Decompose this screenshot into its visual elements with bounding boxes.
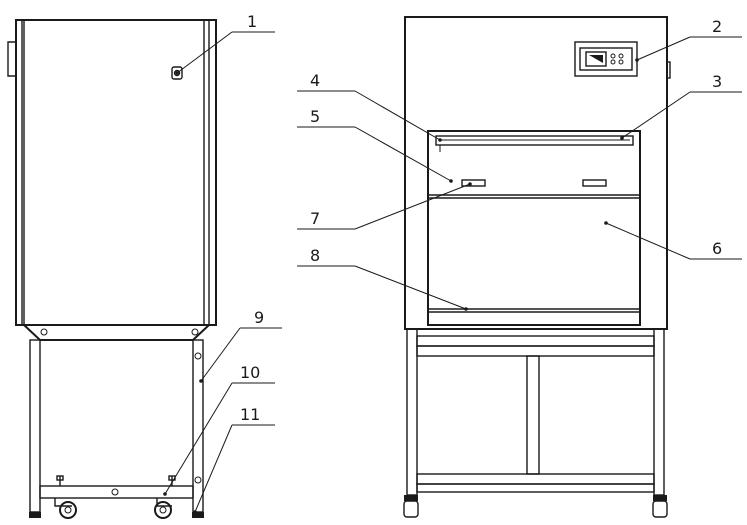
callout-label-4: 4 — [310, 71, 320, 90]
callout-label-3: 3 — [712, 72, 722, 91]
lock-knob-icon — [171, 66, 183, 80]
callout-2: 2 — [635, 17, 742, 62]
callout-label-1: 1 — [247, 12, 257, 31]
callout-label-10: 10 — [240, 363, 260, 382]
side-stand — [29, 339, 204, 518]
callout-8: 8 — [297, 246, 468, 311]
callout-6: 6 — [604, 221, 742, 260]
callout-1: 1 — [175, 12, 275, 75]
front-stand — [403, 328, 668, 518]
side-cabinet-base — [23, 324, 210, 341]
light-fixture — [435, 135, 634, 146]
callout-label-7: 7 — [310, 209, 320, 228]
callout-label-9: 9 — [254, 308, 264, 327]
side-handle — [7, 41, 16, 77]
front-cabinet-body — [404, 16, 668, 330]
callout-label-2: 2 — [712, 17, 722, 36]
callout-7: 7 — [297, 182, 472, 230]
side-cabinet-body — [15, 19, 217, 326]
callout-label-6: 6 — [712, 239, 722, 258]
work-opening — [427, 130, 641, 326]
sash-handle-left — [461, 179, 486, 187]
callout-label-5: 5 — [310, 107, 320, 126]
callout-10: 10 — [163, 363, 275, 496]
callout-3: 3 — [620, 72, 742, 140]
caster-wheel-icon — [54, 498, 77, 519]
callout-11: 11 — [193, 405, 275, 514]
sash-handle-right — [582, 179, 607, 187]
callout-9: 9 — [199, 308, 282, 383]
callout-label-8: 8 — [310, 246, 320, 265]
side-view — [7, 19, 217, 519]
caster-wheel-icon — [154, 498, 172, 519]
callout-5: 5 — [297, 107, 453, 183]
callout-label-11: 11 — [240, 405, 260, 424]
callout-4: 4 — [297, 71, 442, 142]
control-panel — [574, 41, 638, 77]
front-view — [403, 16, 671, 518]
